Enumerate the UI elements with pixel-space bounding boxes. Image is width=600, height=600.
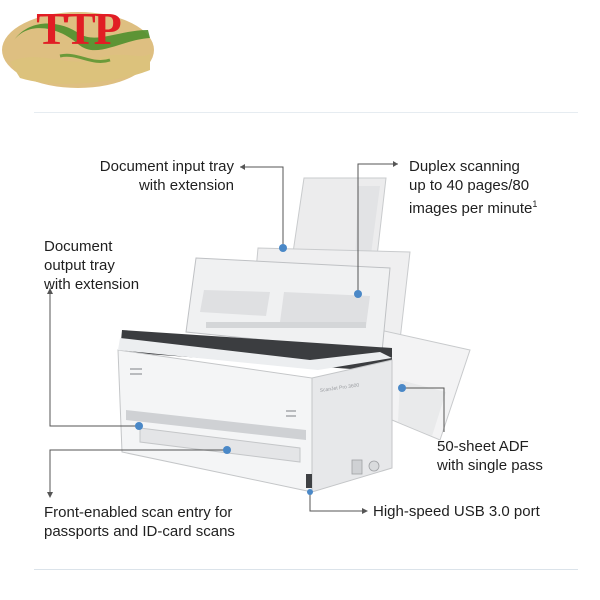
callout-front-entry: Front-enabled scan entry for passports a… (44, 504, 235, 540)
product-panel (34, 112, 578, 570)
input-tray-marker (279, 244, 287, 252)
duplex-marker (354, 290, 362, 298)
footnote-marker: 1 (532, 199, 538, 209)
front-entry-marker (223, 446, 231, 454)
callout-adf: 50-sheet ADF with single pass (437, 438, 543, 474)
callout-input-tray: Document input tray with extension (99, 158, 234, 194)
logo-text: TTP (36, 3, 120, 54)
callout-duplex: Duplex scanning up to 40 pages/80 images… (409, 158, 538, 217)
output-tray-marker (135, 422, 143, 430)
device-model-text: ScanJet Pro 3600 (319, 382, 359, 394)
callout-usb: High-speed USB 3.0 port (373, 503, 540, 520)
usb-marker (307, 489, 313, 495)
ttp-logo: TTP (2, 3, 154, 88)
adf-marker (398, 384, 406, 392)
callout-output-tray: Document output tray with extension (44, 238, 140, 293)
